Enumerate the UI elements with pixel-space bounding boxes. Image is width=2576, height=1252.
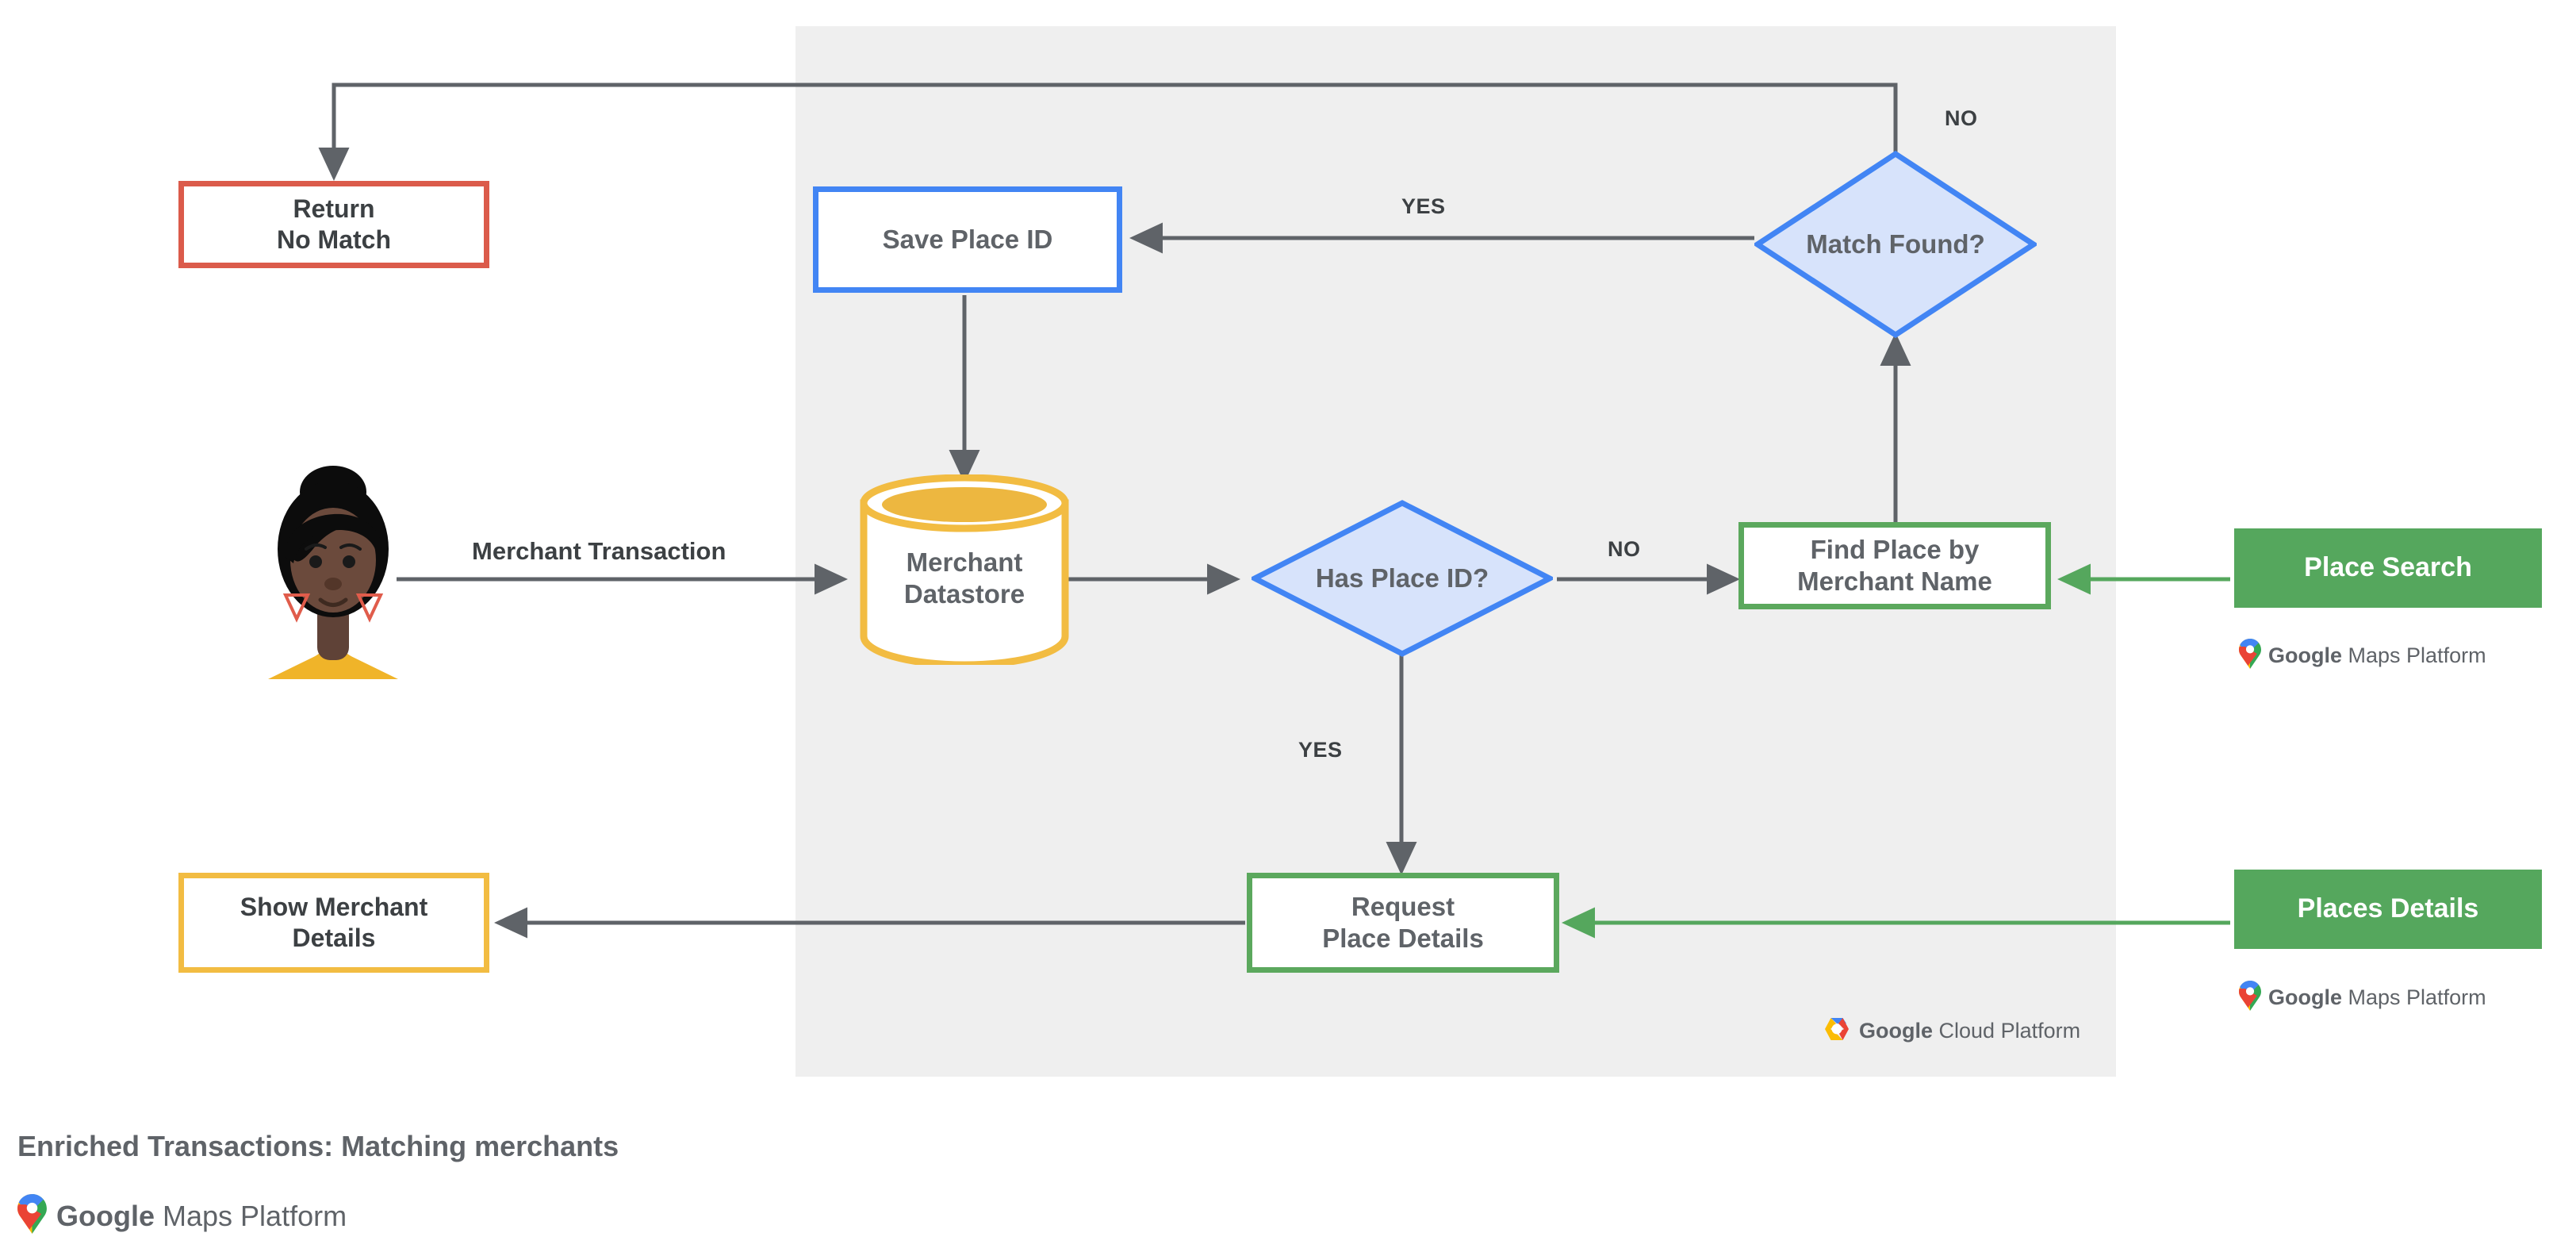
google-maps-platform-lockup-place-search: Google Maps Platform: [2239, 639, 2486, 673]
node-has-place-id[interactable]: Has Place ID?: [1252, 500, 1553, 657]
edge-label-no-top: NO: [1945, 106, 1978, 130]
merchant-customer-avatar: [262, 463, 404, 679]
google-maps-pin-icon: [17, 1194, 47, 1238]
google-maps-pin-icon: [2239, 639, 2261, 673]
node-return-no-match-text: Return No Match: [277, 194, 391, 254]
footer-google-maps-platform-lockup: Google Maps Platform: [17, 1194, 347, 1238]
node-request-place-details-text: Request Place Details: [1322, 891, 1484, 953]
node-save-place-id[interactable]: Save Place ID: [813, 186, 1122, 293]
node-show-merchant-details[interactable]: Show Merchant Details: [178, 873, 489, 973]
google-maps-platform-lockup-text: Google Maps Platform: [2268, 985, 2486, 1009]
node-match-found[interactable]: Match Found?: [1754, 151, 2037, 338]
node-request-place-details[interactable]: Request Place Details: [1247, 873, 1559, 973]
google-cloud-platform-lockup-text: Google Cloud Platform: [1859, 1019, 2081, 1043]
node-show-merchant-details-text: Show Merchant Details: [240, 892, 428, 952]
node-merchant-datastore-text: Merchant Datastore: [903, 547, 1025, 609]
node-find-place-by-merchant-name[interactable]: Find Place by Merchant Name: [1738, 522, 2051, 609]
node-save-place-id-text: Save Place ID: [882, 224, 1053, 254]
node-place-search-text: Place Search: [2304, 552, 2472, 583]
node-merchant-datastore[interactable]: Merchant Datastore: [859, 474, 1070, 665]
diagram-title: Enriched Transactions: Matching merchant…: [17, 1130, 619, 1162]
node-place-search[interactable]: Place Search: [2234, 528, 2542, 608]
node-return-no-match[interactable]: Return No Match: [178, 181, 489, 268]
edge-label-merchant-transaction: Merchant Transaction: [472, 537, 726, 565]
google-cloud-platform-lockup: Google Cloud Platform: [1822, 1014, 2080, 1048]
edge-label-yes-has-place-id: YES: [1298, 738, 1343, 762]
google-maps-pin-icon: [2239, 981, 2261, 1015]
footer-lockup-text: Google Maps Platform: [56, 1199, 347, 1232]
google-maps-platform-lockup-places-details: Google Maps Platform: [2239, 981, 2486, 1015]
google-cloud-hexagon-icon: [1822, 1014, 1852, 1048]
node-find-place-by-merchant-name-text: Find Place by Merchant Name: [1797, 534, 1992, 596]
node-match-found-text: Match Found?: [1806, 229, 1985, 259]
node-places-details[interactable]: Places Details: [2234, 870, 2542, 949]
edge-label-yes-match: YES: [1401, 194, 1446, 218]
edge-label-no-has-place-id: NO: [1608, 537, 1641, 561]
google-maps-platform-lockup-text: Google Maps Platform: [2268, 643, 2486, 667]
node-has-place-id-text: Has Place ID?: [1315, 563, 1489, 593]
node-places-details-text: Places Details: [2297, 893, 2479, 924]
